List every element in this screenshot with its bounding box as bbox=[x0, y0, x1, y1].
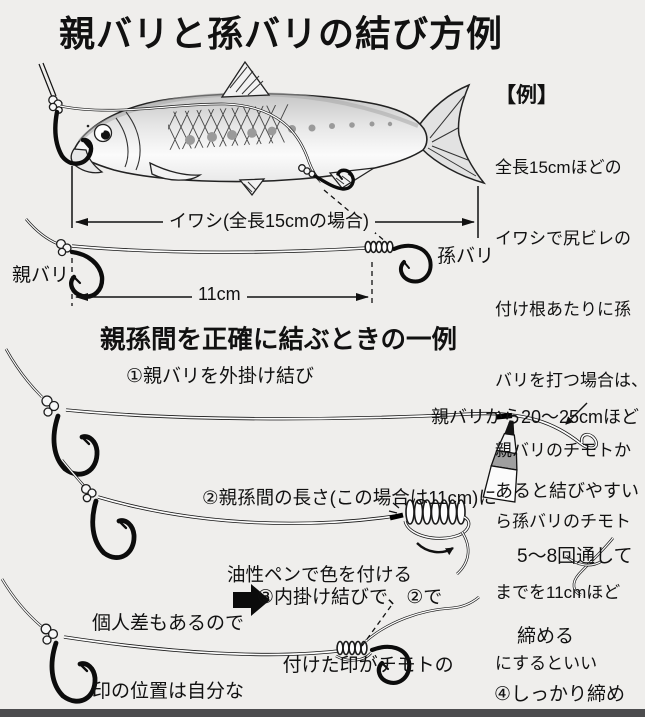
note-pointer-arrow bbox=[565, 402, 588, 425]
footer-bar bbox=[0, 709, 645, 717]
ink-mark bbox=[389, 512, 404, 521]
pectoral-fin bbox=[149, 161, 203, 181]
example-text: 全長15cmほどの イワシで尻ビレの 付け根あたりに孫 バリを打つ場合は、 親バ… bbox=[495, 158, 645, 673]
parent-hook-label: 親バリ bbox=[12, 265, 70, 286]
step2-text: ②親孫間の長さ(この場合は11cm)に 油性ペンで色を付ける bbox=[202, 487, 497, 585]
finished-knot-coil bbox=[336, 640, 368, 656]
grandchild-hook-drawing bbox=[392, 243, 433, 284]
knot-coil bbox=[364, 240, 394, 254]
step4-text: ④しっかり締め 込んで余分を カットする bbox=[494, 684, 626, 705]
adjust-note: 個人差もあるので 印の位置は自分な りに調整していく bbox=[92, 612, 245, 702]
fish-length-label: イワシ(全長15cmの場合) bbox=[163, 211, 376, 233]
ink-mark bbox=[495, 412, 513, 420]
marker-pen-icon bbox=[482, 420, 518, 503]
wrap-coil bbox=[405, 499, 466, 525]
section-title: 親孫間を正確に結ぶときの一例 bbox=[100, 326, 458, 354]
big-right-arrow bbox=[233, 584, 270, 616]
step2-illustration bbox=[60, 420, 518, 575]
step4-illustration bbox=[0, 578, 480, 704]
step1-note: 親バリから20〜25cmほど あると結びやすい bbox=[430, 407, 639, 501]
parent-hook-drawing bbox=[69, 249, 105, 299]
page-title: 親バリと孫バリの結び方例 bbox=[58, 13, 503, 54]
grandchild-hook-finished bbox=[369, 644, 412, 685]
grandchild-hook-on-fish bbox=[298, 164, 355, 191]
step2-note: 5〜8回通して 締める bbox=[517, 546, 633, 647]
pelvic-fin bbox=[238, 178, 266, 197]
step3-text: ③内掛け結びで、②で 付けた印がチモトの 少し下にくるように して結んでいく bbox=[257, 586, 454, 676]
fish-spots bbox=[185, 121, 393, 145]
example-heading: 【例】 bbox=[495, 84, 558, 107]
crosshatch-pattern bbox=[168, 104, 289, 150]
step1-illustration bbox=[4, 348, 598, 477]
step1-text: ①親バリを外掛け結び bbox=[126, 366, 315, 387]
spacing-label: 11cm bbox=[192, 284, 247, 306]
step3-illustration bbox=[233, 537, 615, 616]
fish-illustration bbox=[38, 60, 487, 243]
wrap-direction-arrow bbox=[416, 542, 454, 556]
grandchild-hook-label: 孫バリ bbox=[437, 246, 495, 267]
